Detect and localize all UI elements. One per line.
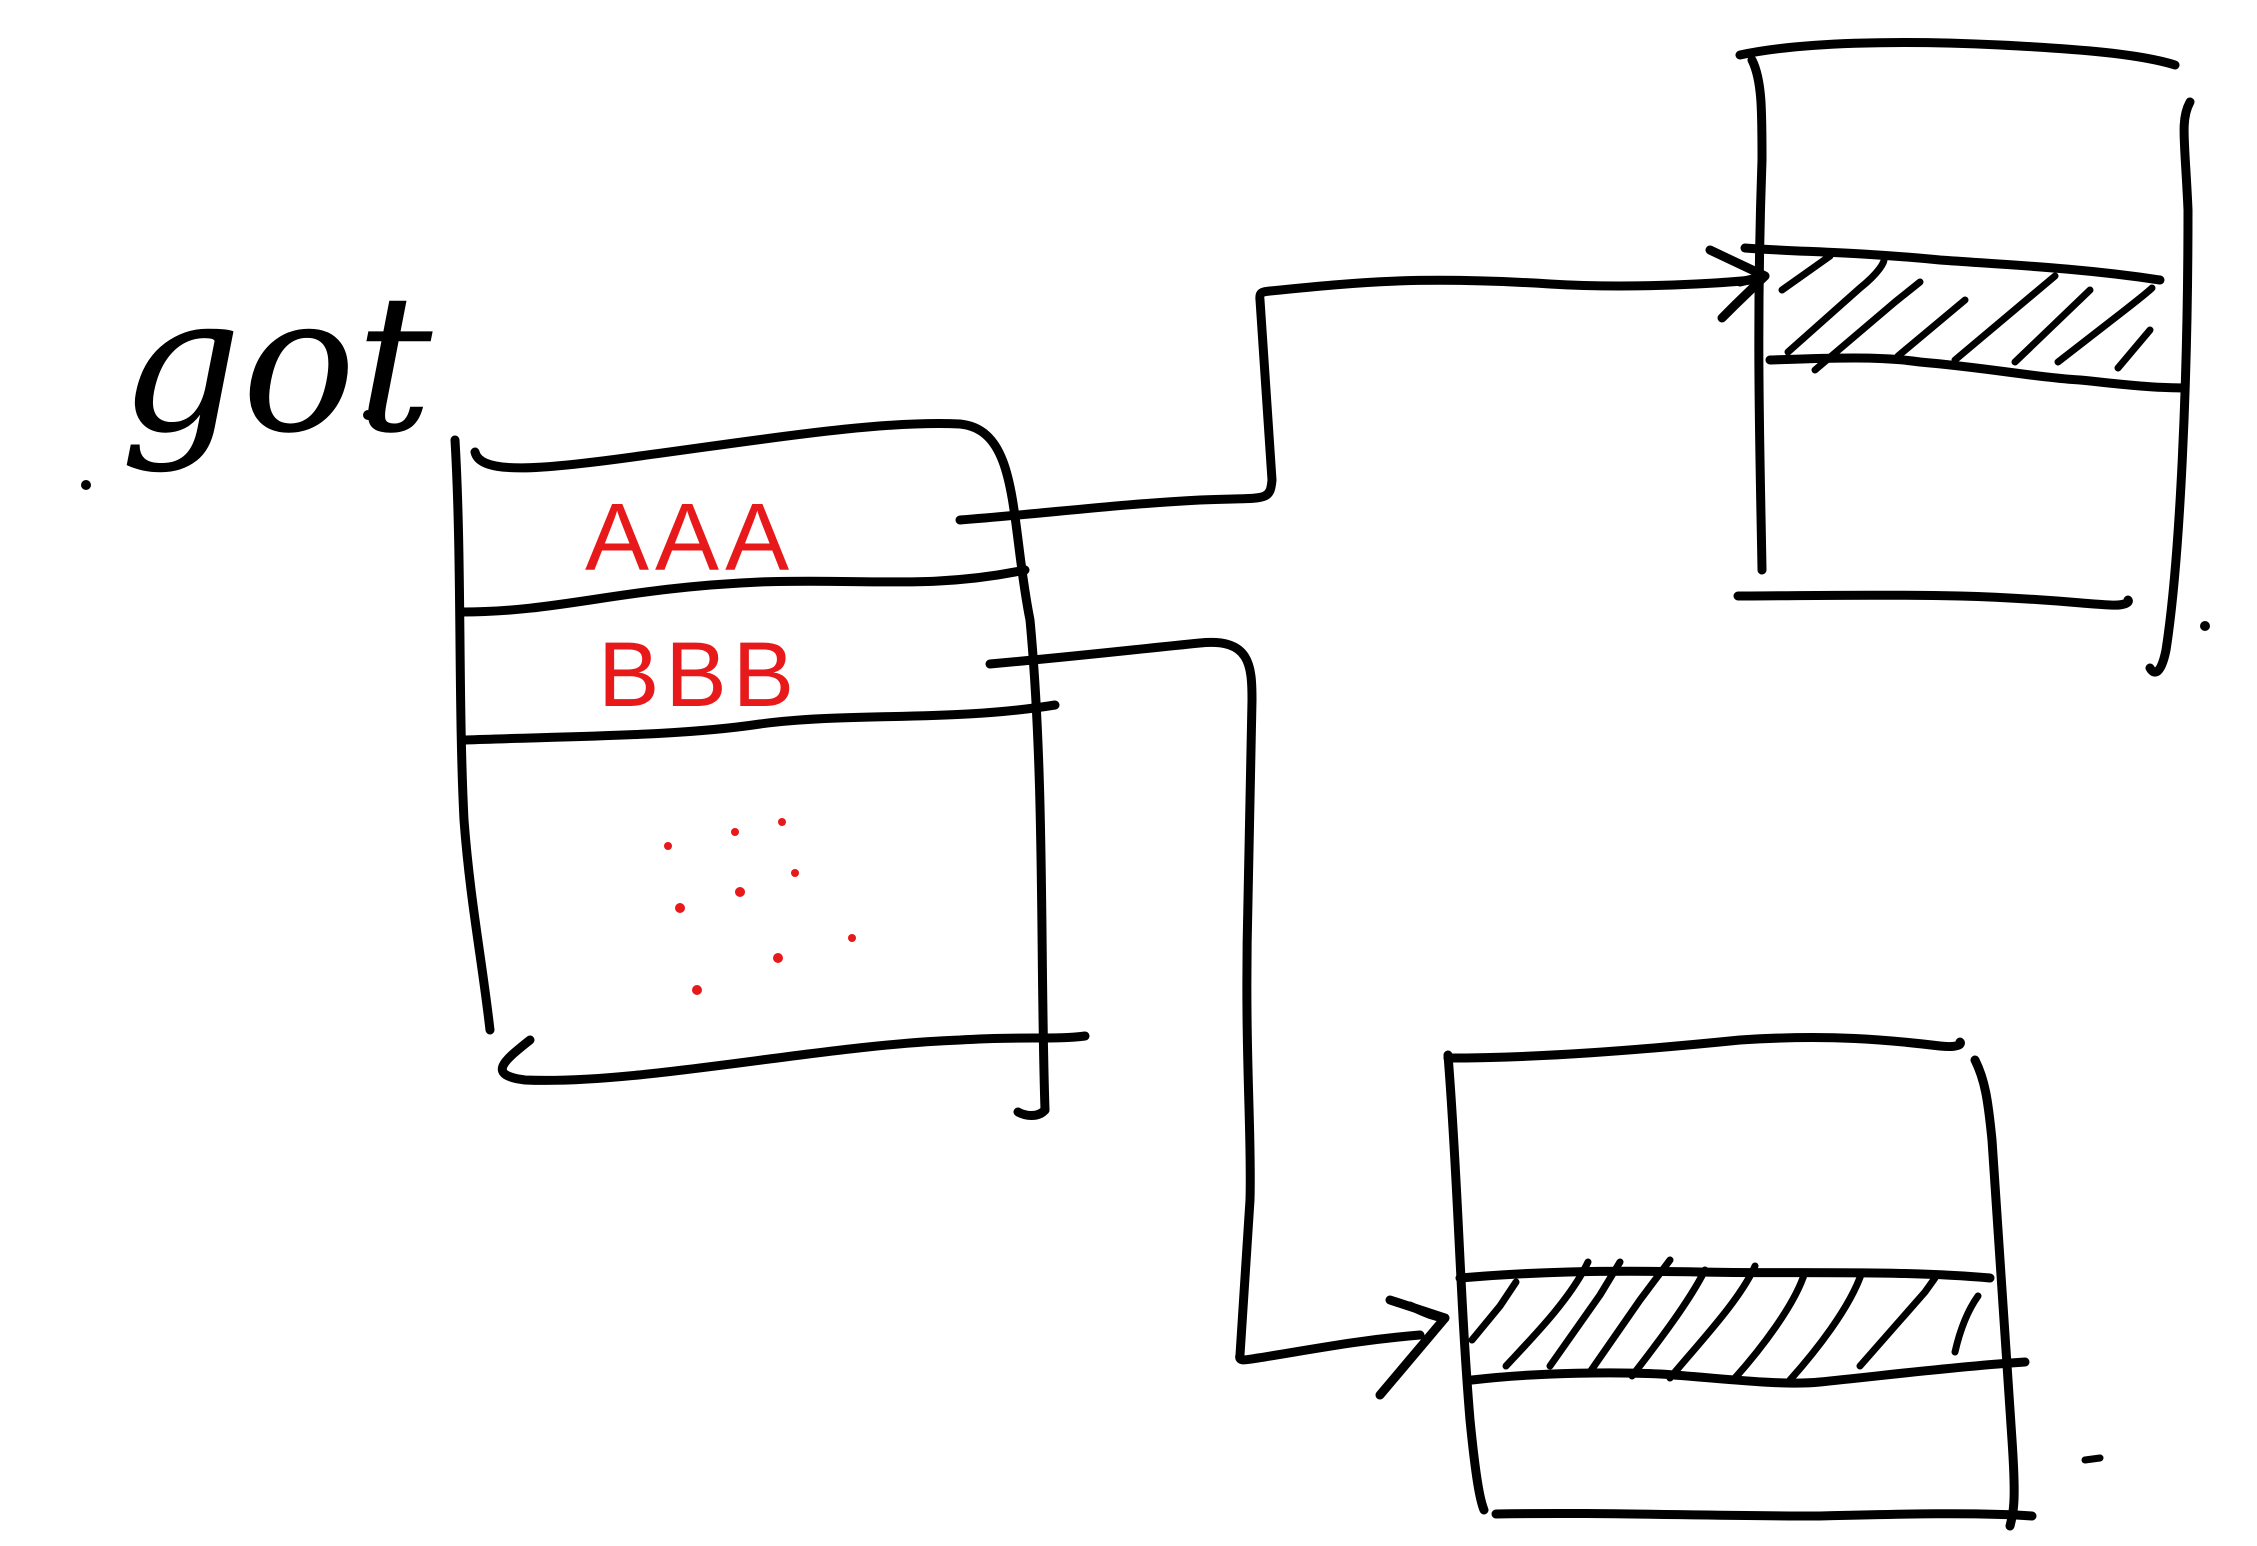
ellipsis-dot — [791, 869, 799, 877]
ellipsis-dot — [675, 903, 685, 913]
got-table: AAA BBB — [450, 419, 1090, 1120]
arrow-bbb-to-bottom-box — [985, 637, 1450, 1400]
slot-hatch — [1468, 1256, 1982, 1384]
arrow-bbb-head — [1375, 1295, 1450, 1400]
got-table-bottom-edge — [497, 1031, 1090, 1085]
got-table-row-divider-2 — [460, 700, 1060, 745]
memory-box-right-edge — [1970, 1055, 2019, 1531]
ellipsis-dot — [778, 818, 786, 826]
arrow-aaa-to-top-box — [955, 245, 1770, 525]
arrow-bbb-line — [985, 637, 1425, 1365]
ellipsis-dot — [773, 953, 783, 963]
slot-hatch — [1778, 252, 2156, 374]
got-table-row-bbb-label: BBB — [598, 624, 800, 726]
memory-box-top-edge — [1735, 37, 2180, 70]
memory-box-bottom-right — [1443, 1033, 2104, 1531]
ellipsis-dot — [731, 828, 739, 836]
got-table-bottom-curl — [1013, 1105, 1050, 1120]
memory-box-left-edge — [1747, 55, 1767, 575]
slot-bottom-border — [1765, 353, 2190, 393]
got-table-row-bbb: BBB — [598, 624, 800, 726]
got-table-row-aaa-label: AAA — [585, 484, 795, 591]
memory-box-left-edge — [1443, 1050, 1489, 1515]
memory-box-bottom-edge — [1733, 590, 2133, 610]
memory-box-dash — [2081, 1454, 2104, 1464]
ellipsis-dot — [692, 985, 702, 995]
highlighted-slot-bottom — [1455, 1256, 2030, 1388]
memory-box-bottom-edge — [1491, 1508, 2037, 1521]
got-table-row-aaa: AAA — [585, 484, 795, 591]
arrow-aaa-line — [955, 273, 1765, 525]
slot-bottom-border — [1467, 1357, 2030, 1388]
got-title-text: got — [120, 254, 433, 475]
title-dot-right — [363, 410, 373, 420]
ellipsis-dot — [735, 887, 745, 897]
slot-top-border — [1740, 243, 2165, 285]
memory-box-top-edge — [1443, 1033, 1965, 1063]
highlighted-slot-top — [1740, 243, 2190, 393]
ellipsis-dots — [664, 818, 856, 995]
memory-box-top-right — [1733, 37, 2210, 677]
slot-top-border — [1455, 1266, 1995, 1283]
ellipsis-dot — [664, 842, 672, 850]
got-title: got — [81, 254, 433, 490]
ellipsis-dot — [848, 934, 856, 942]
got-table-top-edge — [470, 419, 1050, 1115]
memory-box-right-edge — [2145, 97, 2195, 677]
got-table-left-edge — [450, 435, 495, 1035]
title-dot-left — [81, 480, 91, 490]
memory-box-dot — [2200, 621, 2210, 631]
got-table-row-divider-1 — [457, 565, 1030, 617]
